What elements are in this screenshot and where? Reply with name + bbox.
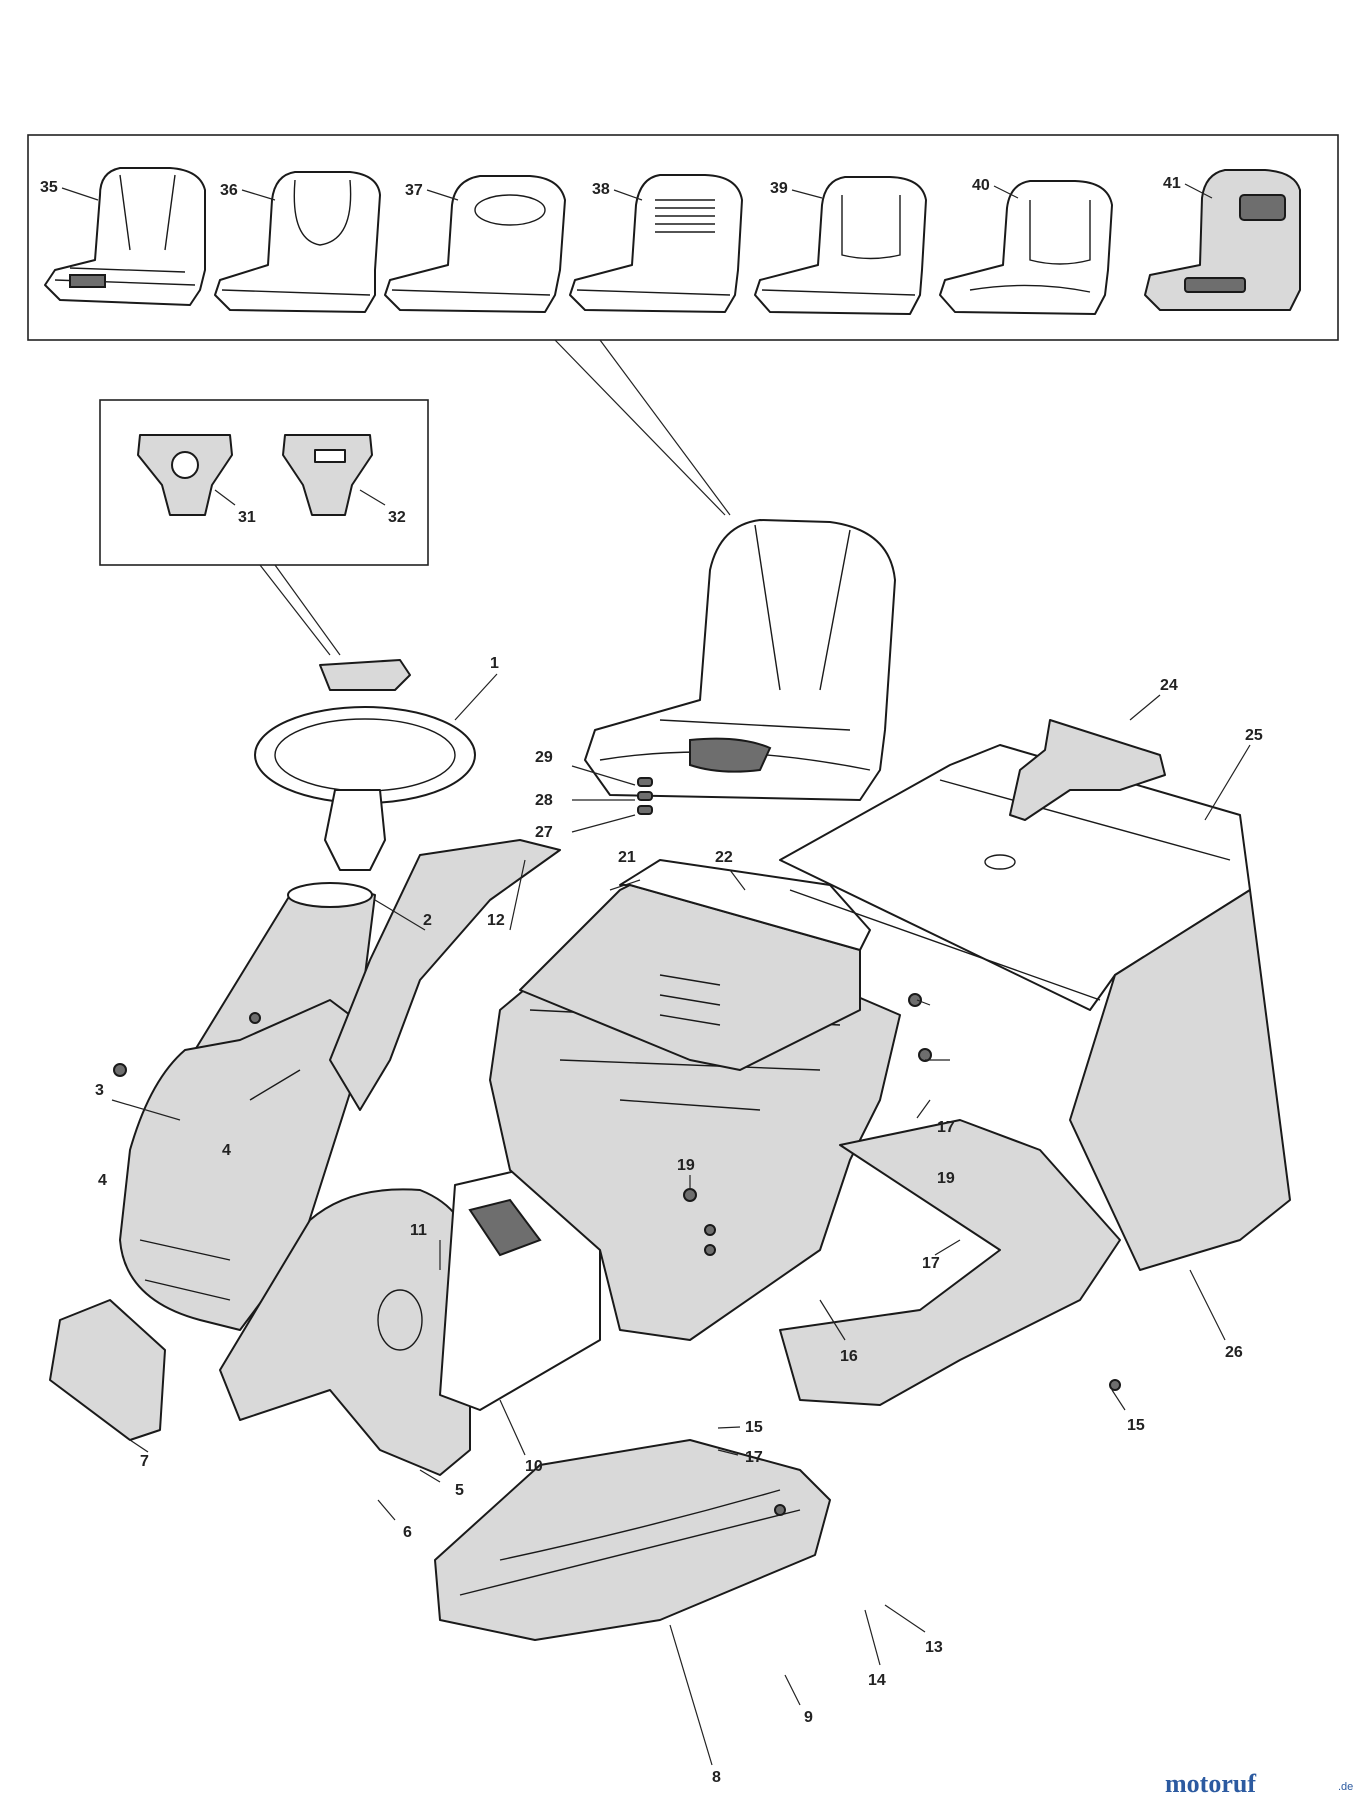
collector-handle-icon [1009, 719, 1166, 821]
hood-icon [119, 999, 371, 1331]
callout-5: 5 [455, 1482, 464, 1499]
seat-variant-38-icon [569, 174, 743, 313]
callout-9: 9 [804, 1709, 813, 1726]
steering-column-cover-icon [194, 882, 376, 1081]
callout-2: 2 [423, 912, 432, 929]
callout-8: 8 [712, 1769, 721, 1786]
seat-variant-41-icon [1144, 169, 1301, 311]
callout-4a: 4 [222, 1142, 231, 1159]
callout-11: 11 [410, 1222, 427, 1239]
seat-variant-37-icon [384, 175, 566, 313]
callout-36: 36 [220, 182, 238, 199]
callout-4b: 4 [98, 1172, 107, 1189]
callout-21: 21 [618, 849, 636, 866]
callout-19b: 19 [677, 1157, 695, 1174]
front-lower-panel-icon [49, 1299, 166, 1441]
dash-cover-32-icon [282, 434, 373, 516]
seat-variants-inset [27, 134, 1339, 516]
left-fender-icon [329, 839, 561, 1111]
callout-17a: 17 [937, 1119, 955, 1136]
callout-7: 7 [140, 1453, 149, 1470]
callout-12: 12 [487, 912, 505, 929]
callout-37: 37 [405, 182, 423, 199]
callout-27: 27 [535, 824, 553, 841]
seat-variant-36-icon [214, 171, 381, 313]
callout-35: 35 [40, 179, 58, 196]
seat-variant-35-icon [44, 167, 206, 306]
rear-fender-icon [779, 1119, 1121, 1406]
callout-15a: 15 [1127, 1417, 1145, 1434]
callout-25: 25 [1245, 727, 1263, 744]
hardware-icons [113, 777, 1121, 1516]
callout-17b: 17 [745, 1449, 763, 1466]
control-console-icon [519, 859, 871, 1071]
callout-38: 38 [592, 181, 610, 198]
callout-15b: 15 [745, 1419, 763, 1436]
callout-17c: 17 [922, 1255, 940, 1272]
callout-24: 24 [1160, 677, 1178, 694]
dash-cover-31-icon [137, 434, 233, 516]
floor-mat-icon [434, 1439, 831, 1641]
steering-wheel-icon [254, 706, 476, 871]
left-wheel-well-icon [219, 1188, 471, 1476]
callout-32: 32 [388, 509, 406, 526]
callout-40: 40 [972, 177, 990, 194]
watermark-logo: motoruf .de [1165, 1769, 1353, 1798]
callout-19a: 19 [937, 1170, 955, 1187]
callout-14: 14 [868, 1672, 886, 1689]
grass-collector-icon [779, 744, 1291, 1271]
inset-leader-lines [61, 183, 1213, 506]
dash-cover-inset [99, 399, 429, 656]
callout-29: 29 [535, 749, 553, 766]
callout-labels: 1 2 3 4 4 5 6 7 8 9 10 11 12 13 14 15 15… [40, 175, 1263, 1786]
callout-26: 26 [1225, 1344, 1243, 1361]
callout-6: 6 [403, 1524, 412, 1541]
watermark-brand: motoruf [1165, 1769, 1256, 1798]
callout-13: 13 [925, 1639, 943, 1656]
callout-41: 41 [1163, 175, 1181, 192]
main-seat-icon [584, 519, 896, 801]
seat-variant-40-icon [939, 180, 1113, 315]
seat-variant-39-icon [754, 176, 927, 315]
leader-lines [111, 673, 1251, 1766]
dash-cover-mounted-icon [319, 659, 411, 691]
callout-10: 10 [525, 1458, 543, 1475]
callout-39: 39 [770, 180, 788, 197]
callout-22: 22 [715, 849, 733, 866]
callout-3: 3 [95, 1082, 104, 1099]
footrest-panel-icon [439, 1169, 601, 1411]
watermark-tld: .de [1338, 1781, 1353, 1793]
callout-28: 28 [535, 792, 553, 809]
callout-31: 31 [238, 509, 256, 526]
callout-1: 1 [490, 655, 499, 672]
callout-16: 16 [840, 1348, 858, 1365]
